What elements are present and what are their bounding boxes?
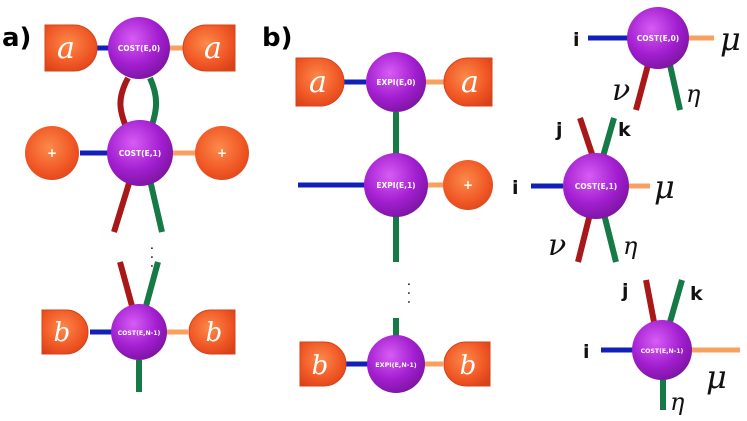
index-eta: η (686, 80, 701, 108)
right-top-legs (588, 35, 714, 111)
right-node-cost-e-0: COST(E,0) (627, 7, 689, 69)
plus-label: + (217, 146, 227, 160)
svg-text:COST(E,N-1): COST(E,N-1) (641, 348, 684, 355)
panel-b-tensor-a-left: a (295, 57, 345, 107)
index-eta: η (670, 388, 685, 416)
panel-b-legs (298, 79, 444, 367)
panel-a-plus-right: + (195, 126, 249, 180)
panel-b-tensor-b-right: b (443, 341, 491, 387)
tensor-b-label: b (54, 318, 71, 348)
index-nu: ν (548, 228, 566, 263)
svg-text:COST(E,N-1): COST(E,N-1) (118, 330, 161, 337)
tensor-a-label: a (309, 65, 327, 100)
right-bot-legs (601, 279, 740, 410)
panel-b-ellipsis: · · · (400, 282, 416, 304)
index-i: i (573, 29, 580, 51)
index-i: i (512, 177, 519, 199)
tensor-b-label: b (206, 318, 223, 348)
panel-a-tensor-b-left: b (41, 309, 89, 355)
panel-a-ellipsis: · · · (143, 246, 159, 268)
svg-text:EXPI(E,0): EXPI(E,0) (376, 78, 415, 87)
svg-text:EXPI(E,N-1): EXPI(E,N-1) (375, 361, 417, 369)
index-mu: μ (654, 168, 675, 206)
tensor-a-label: a (204, 31, 222, 66)
node-cost-e-0: COST(E,0) (108, 17, 170, 79)
plus-label: + (47, 146, 57, 160)
tensor-a-label: a (461, 65, 479, 100)
node-expi-e-n-1: EXPI(E,N-1) (367, 335, 425, 393)
svg-text:EXPI(E,1): EXPI(E,1) (376, 181, 415, 190)
index-mu: μ (720, 20, 741, 58)
node-cost-e-n-1: COST(E,N-1) (111, 304, 167, 360)
plus-label: + (463, 178, 473, 192)
panel-a-legs (80, 45, 200, 392)
index-eta: η (623, 232, 638, 260)
right-mid-legs (531, 117, 650, 263)
svg-text:COST(E,1): COST(E,1) (119, 149, 161, 158)
svg-text:COST(E,0): COST(E,0) (118, 44, 160, 53)
panel-a-plus-left: + (25, 126, 79, 180)
index-j: j (621, 280, 629, 302)
panel-a-label: a) (2, 23, 31, 53)
panel-a-tensor-b-right: b (188, 309, 236, 355)
right-node-cost-e-1: COST(E,1) (563, 153, 629, 219)
svg-text:COST(E,0): COST(E,0) (637, 34, 679, 43)
index-k: k (690, 283, 703, 305)
tensor-b-label: b (312, 351, 329, 381)
svg-text:COST(E,1): COST(E,1) (575, 182, 617, 191)
panel-b-label: b) (262, 23, 293, 53)
right-node-cost-e-n-1: COST(E,N-1) (632, 320, 692, 380)
index-j: j (555, 119, 563, 141)
tensor-a-label: a (57, 31, 75, 66)
panel-a-tensor-a-left: a (44, 24, 98, 72)
panel-b-plus: + (443, 160, 493, 210)
tensor-b-label: b (460, 351, 477, 381)
index-i: i (583, 341, 590, 363)
node-expi-e-1: EXPI(E,1) (364, 153, 428, 217)
index-nu: ν (612, 73, 630, 108)
node-expi-e-0: EXPI(E,0) (366, 52, 426, 112)
panel-b-tensor-b-left: b (299, 341, 347, 387)
panel-b-tensor-a-right: a (443, 57, 493, 107)
panel-a-tensor-a-right: a (182, 24, 236, 72)
index-k: k (618, 119, 631, 141)
index-mu: μ (706, 358, 727, 396)
node-cost-e-1: COST(E,1) (107, 120, 173, 186)
